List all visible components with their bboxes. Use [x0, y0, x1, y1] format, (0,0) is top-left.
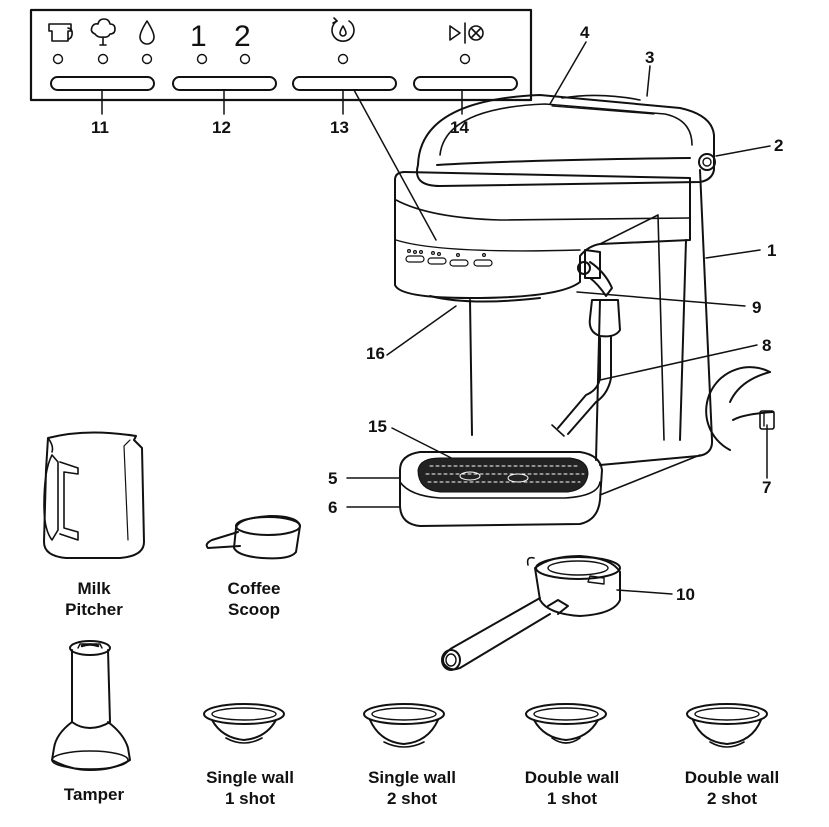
label-tamper: Tamper	[44, 784, 144, 805]
tamper-illustration	[51, 640, 131, 771]
callout-numbers: 1 2 3 4 5 6 7 8 9 10 11 12 13 14 15 16	[91, 23, 783, 604]
callout-2: 2	[774, 136, 783, 155]
espresso-machine	[394, 94, 716, 527]
label-line: Double wall	[524, 768, 620, 787]
callout-4: 4	[580, 23, 590, 42]
label-line: Single wall	[368, 768, 456, 787]
label-line: Tamper	[63, 785, 125, 804]
label-double-wall-1-shot: Double wall 1 shot	[507, 767, 637, 809]
callout-3: 3	[645, 48, 654, 67]
callout-10: 10	[676, 585, 695, 604]
callout-16: 16	[366, 344, 385, 363]
filter-basket-double-wall-1	[525, 703, 607, 744]
milk-pitcher-illustration	[43, 431, 145, 559]
label-line: Coffee	[227, 579, 281, 598]
drip-grate	[417, 457, 589, 493]
panel-digit-one: 1	[190, 20, 207, 53]
lid-knob	[698, 153, 716, 171]
steam-icon	[90, 18, 116, 46]
descale-icon	[331, 17, 355, 42]
label-single-wall-1-shot: Single wall 1 shot	[190, 767, 310, 809]
label-line: Double wall	[684, 768, 780, 787]
callout-14: 14	[450, 118, 469, 137]
brew-head	[394, 171, 691, 299]
label-coffee-scoop: Coffee Scoop	[206, 578, 302, 620]
callout-9: 9	[752, 298, 761, 317]
button-11	[50, 76, 155, 91]
filter-basket-double-wall-2	[686, 703, 768, 748]
label-milk-pitcher: Milk Pitcher	[48, 578, 140, 620]
cup-icon	[48, 23, 73, 42]
button-13	[292, 76, 397, 91]
coffee-scoop-illustration	[205, 515, 301, 560]
control-panel-inset: 1 2	[29, 8, 533, 102]
portafilter	[441, 555, 621, 671]
callout-5: 5	[328, 469, 337, 488]
label-line: 1 shot	[546, 789, 598, 808]
callout-8: 8	[762, 336, 771, 355]
callout-7: 7	[762, 478, 771, 497]
label-line: Pitcher	[65, 600, 123, 619]
callout-6: 6	[328, 498, 337, 517]
indicator-lights	[52, 53, 471, 65]
play-stop-icon	[449, 22, 484, 44]
button-12	[172, 76, 277, 91]
label-line: 1 shot	[224, 789, 276, 808]
label-single-wall-2-shot: Single wall 2 shot	[352, 767, 472, 809]
callout-1: 1	[767, 241, 776, 260]
drip-tray	[399, 451, 603, 527]
callout-13: 13	[330, 118, 349, 137]
water-drop-icon	[139, 20, 155, 45]
label-line: Scoop	[228, 600, 280, 619]
label-double-wall-2-shot: Double wall 2 shot	[667, 767, 797, 809]
label-line: Milk	[77, 579, 111, 598]
callout-12: 12	[212, 118, 231, 137]
label-line: 2 shot	[706, 789, 758, 808]
label-line: 2 shot	[386, 789, 438, 808]
panel-digit-two: 2	[234, 20, 251, 53]
filter-basket-single-wall-1	[203, 703, 285, 744]
label-line: Single wall	[206, 768, 294, 787]
power-switch-inset	[705, 366, 775, 451]
filter-basket-single-wall-2	[363, 703, 445, 748]
button-14	[413, 76, 518, 91]
lid	[416, 94, 715, 187]
head-buttons	[405, 249, 493, 267]
callout-15: 15	[368, 417, 387, 436]
callout-11: 11	[91, 118, 109, 137]
